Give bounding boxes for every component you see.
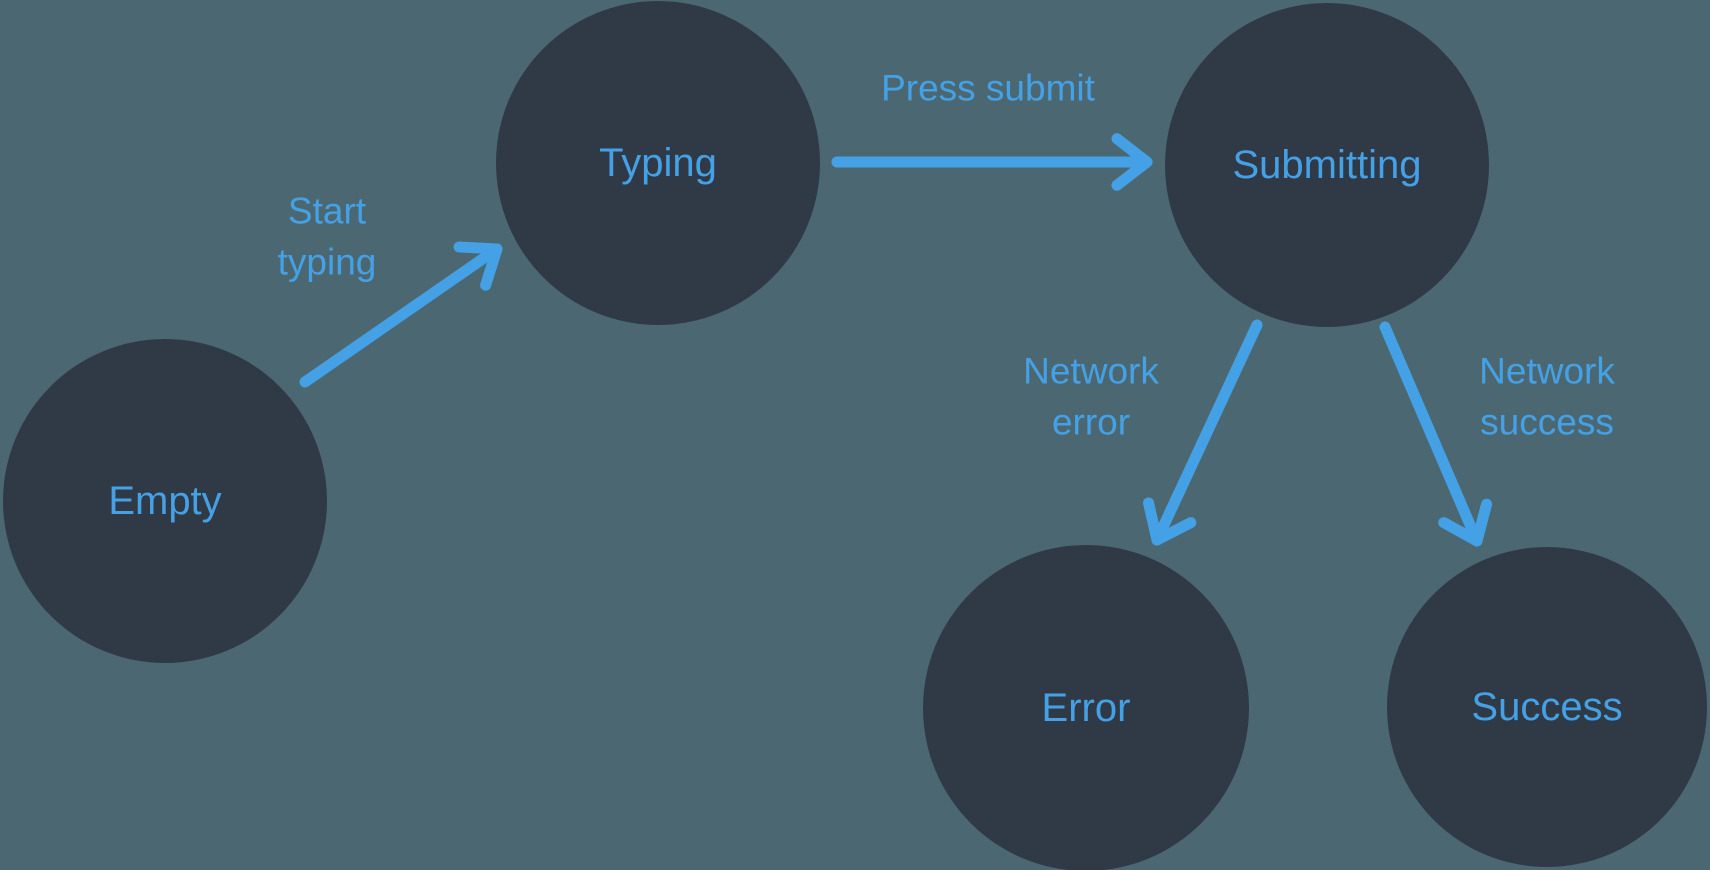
state-label-submitting: Submitting (1233, 143, 1422, 187)
transition-arrow-shaft-network-error (1151, 319, 1263, 546)
state-circle-empty (3, 339, 327, 663)
state-node-success: Success (1387, 547, 1707, 867)
state-circle-submitting (1165, 3, 1489, 327)
transition-network-success: Network success (1379, 321, 1615, 547)
transition-label-network-success-line2: success (1480, 402, 1614, 443)
state-node-error: Error (923, 545, 1249, 870)
transition-label-network-success-line1: Network (1479, 351, 1615, 392)
transition-arrowhead-press-submit (1111, 133, 1153, 191)
state-label-typing: Typing (599, 141, 717, 185)
transition-start-typing: Start typing (278, 191, 503, 388)
transition-arrowhead-network-error (1143, 497, 1197, 546)
transition-arrowhead-start-typing (453, 241, 503, 291)
transition-label-network-error-line2: error (1052, 402, 1130, 443)
transition-arrow-shaft-start-typing (299, 243, 503, 388)
transition-label-start-typing-line1: Start (288, 191, 367, 232)
transition-label-start-typing-line2: typing (278, 242, 377, 283)
transition-network-error: Network error (1023, 319, 1263, 546)
state-label-empty: Empty (108, 479, 221, 523)
state-node-typing: Typing (496, 1, 820, 325)
transition-label-press-submit-line1: Press submit (881, 68, 1096, 109)
state-node-empty: Empty (3, 339, 327, 663)
transition-label-network-error-line1: Network (1023, 351, 1159, 392)
transition-arrowhead-network-success (1438, 498, 1493, 547)
state-circle-success (1387, 547, 1707, 867)
transition-press-submit: Press submit (831, 68, 1153, 191)
state-circle-typing (496, 1, 820, 325)
transition-arrow-shaft-network-success (1379, 321, 1483, 547)
state-node-submitting: Submitting (1165, 3, 1489, 327)
state-label-error: Error (1042, 686, 1131, 730)
state-label-success: Success (1471, 685, 1622, 729)
state-circle-error (923, 545, 1249, 870)
